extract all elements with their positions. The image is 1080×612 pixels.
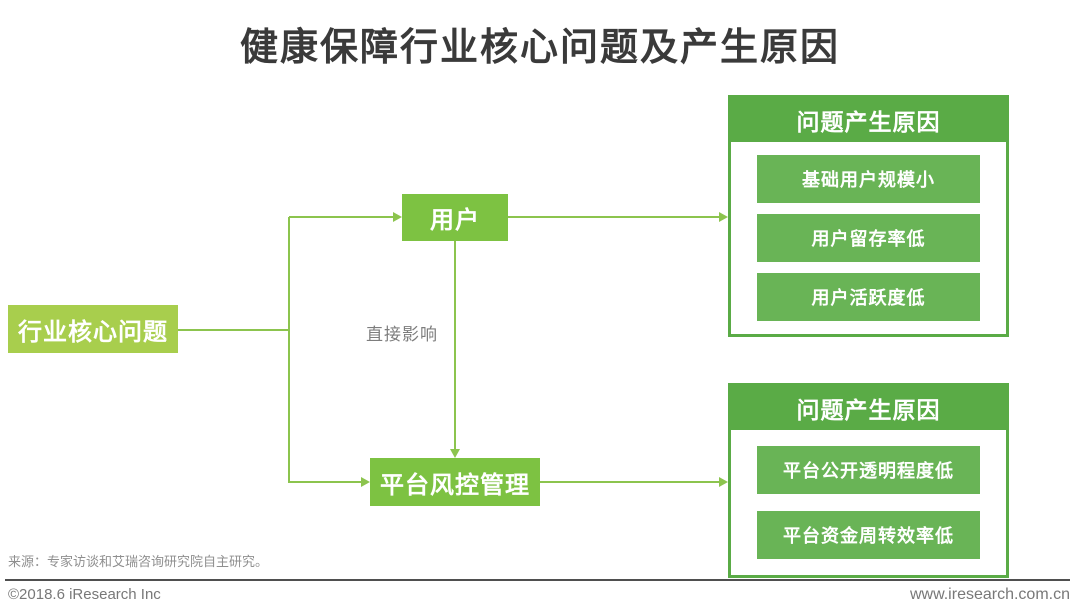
cause-item: 基础用户规模小 xyxy=(757,155,980,203)
user-node: 用户 xyxy=(402,194,508,241)
cause-panel-user: 问题产生原因 基础用户规模小 用户留存率低 用户活跃度低 xyxy=(728,95,1009,337)
cause-panel-user-header: 问题产生原因 xyxy=(731,98,1006,142)
cause-panel-platform: 问题产生原因 平台公开透明程度低 平台资金周转效率低 xyxy=(728,383,1009,578)
footer-divider xyxy=(5,579,1070,581)
platform-risk-control-node: 平台风控管理 xyxy=(370,458,540,506)
arrowhead-user xyxy=(393,212,402,222)
cause-panel-platform-body: 平台公开透明程度低 平台资金周转效率低 xyxy=(731,430,1006,575)
arrowhead-bottom-panel xyxy=(719,477,728,487)
page-title: 健康保障行业核心问题及产生原因 xyxy=(239,27,840,69)
cause-item: 用户活跃度低 xyxy=(757,273,980,321)
arrowhead-user-platform xyxy=(450,449,460,458)
footer-source-note: 来源：专家访谈和艾瑞咨询研究院自主研究。 xyxy=(8,554,269,569)
cause-item: 平台资金周转效率低 xyxy=(757,511,980,559)
edge-label-direct-impact: 直接影响 xyxy=(366,325,438,344)
cause-panel-platform-header: 问题产生原因 xyxy=(731,386,1006,430)
arrowhead-platform xyxy=(361,477,370,487)
root-node-industry-core-problem: 行业核心问题 xyxy=(8,305,178,353)
cause-item: 用户留存率低 xyxy=(757,214,980,262)
footer-copyright: ©2018.6 iResearch Inc xyxy=(8,586,161,603)
arrowhead-top-panel xyxy=(719,212,728,222)
footer-website-url: www.iresearch.com.cn xyxy=(909,586,1070,603)
cause-panel-user-body: 基础用户规模小 用户留存率低 用户活跃度低 xyxy=(731,142,1006,334)
cause-item: 平台公开透明程度低 xyxy=(757,446,980,494)
